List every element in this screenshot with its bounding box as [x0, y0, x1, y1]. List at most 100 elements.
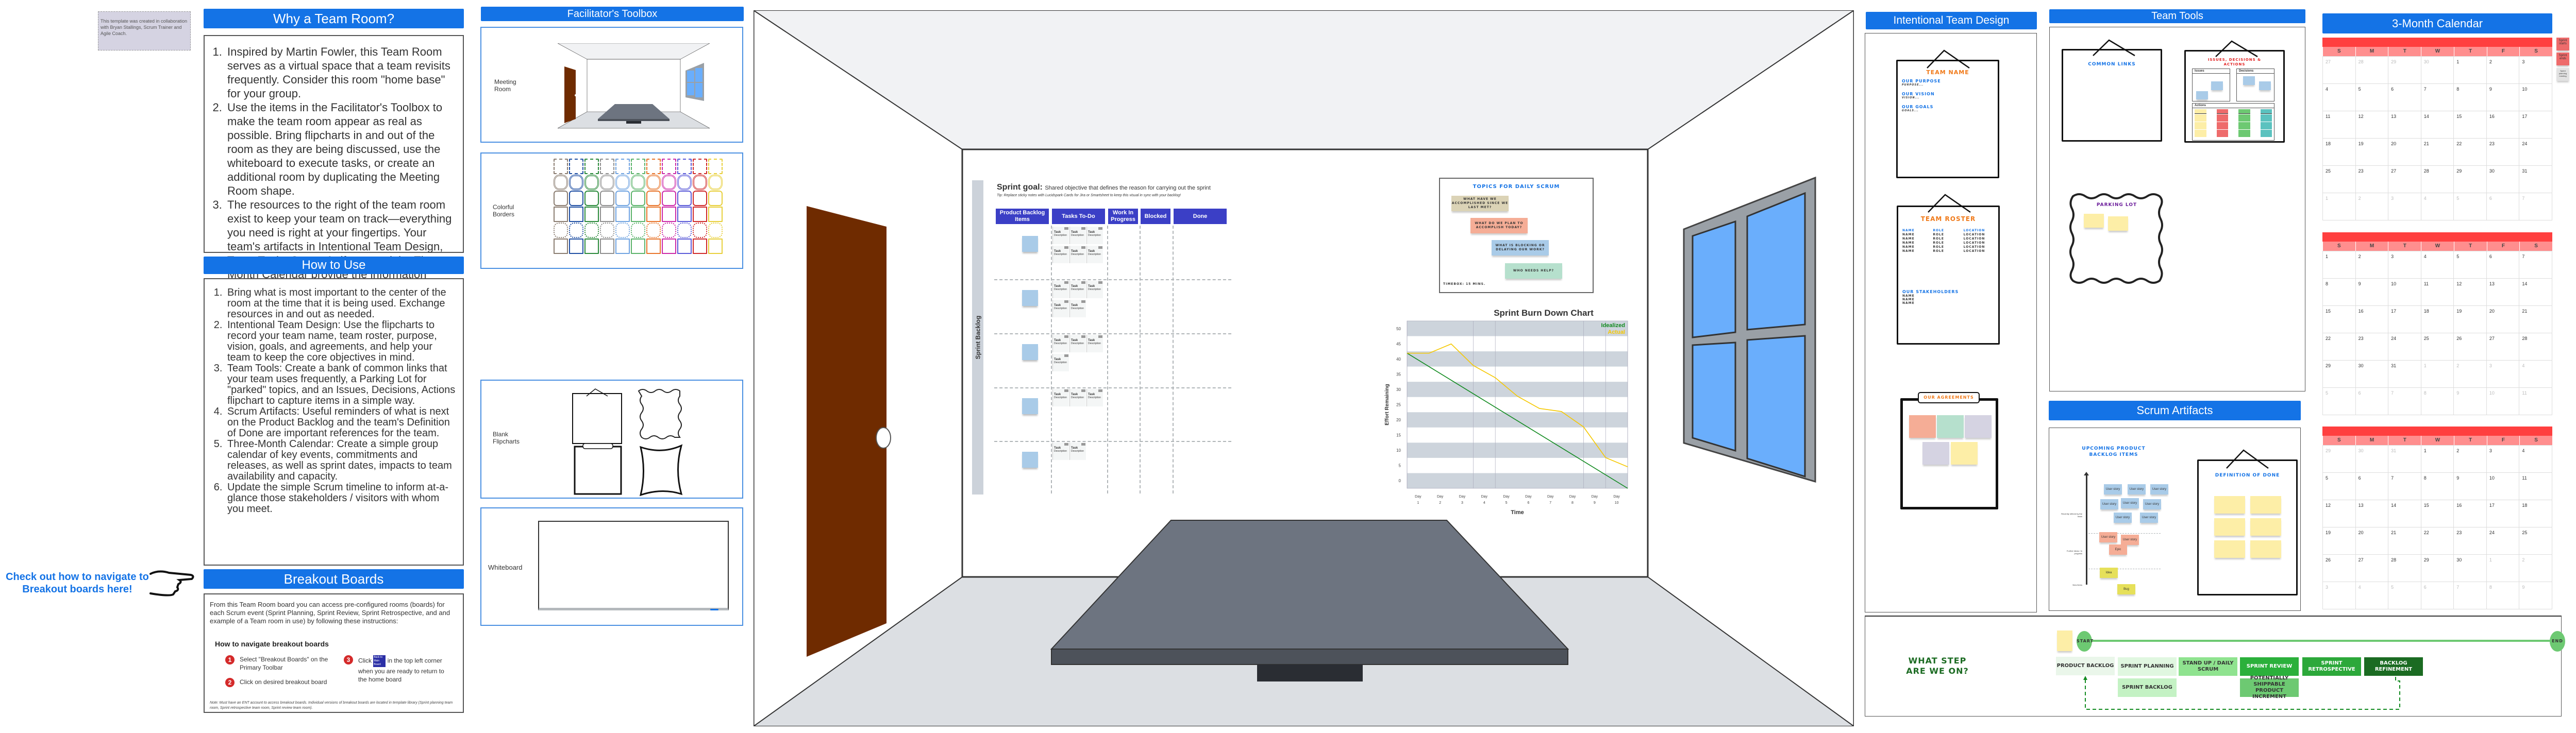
- calendar-day[interactable]: 22: [2421, 527, 2454, 555]
- border-swatch[interactable]: [569, 175, 583, 190]
- calendar-day[interactable]: 6: [2355, 388, 2389, 415]
- calendar-day[interactable]: 2: [2454, 361, 2487, 388]
- calendar-day[interactable]: 5: [2454, 251, 2487, 279]
- calendar-day[interactable]: 8: [2323, 279, 2356, 306]
- calendar-day[interactable]: 13: [2388, 111, 2421, 139]
- border-swatch[interactable]: [615, 238, 630, 254]
- common-links-flipchart[interactable]: COMMON LINKS: [2062, 49, 2162, 142]
- toolbox-colorful-borders[interactable]: Colorful Borders: [480, 152, 743, 269]
- border-swatch[interactable]: [693, 238, 707, 254]
- calendar-day[interactable]: 8: [2421, 473, 2454, 500]
- backlog-item-sticky[interactable]: User story: [2140, 513, 2158, 523]
- calendar-day[interactable]: 24: [2519, 139, 2552, 166]
- agreement-sticky[interactable]: [1922, 442, 1949, 465]
- product-backlog-item-sticky[interactable]: [1022, 452, 1038, 468]
- calendar-day[interactable]: 26: [2323, 555, 2356, 582]
- calendar-day[interactable]: 25: [2519, 527, 2552, 555]
- calendar-day[interactable]: 27: [2388, 166, 2421, 193]
- calendar-day[interactable]: 8: [2486, 582, 2520, 609]
- border-swatch[interactable]: [569, 238, 583, 254]
- calendar-day[interactable]: 3: [2519, 57, 2552, 84]
- team-name-flipchart[interactable]: TEAM NAME OUR PURPOSE PURPOSE... OUR VIS…: [1896, 60, 1999, 178]
- calendar-day[interactable]: 15: [2454, 111, 2487, 139]
- border-swatch[interactable]: [584, 175, 599, 190]
- backlog-item-sticky[interactable]: User story: [2121, 498, 2139, 508]
- calendar-day[interactable]: 1: [2454, 57, 2487, 84]
- backlog-item-sticky[interactable]: User story: [2100, 499, 2118, 509]
- calendar-day[interactable]: 17: [2519, 111, 2552, 139]
- calendar-day[interactable]: 7: [2421, 84, 2454, 111]
- agreement-sticky[interactable]: [1951, 442, 1978, 465]
- calendar-day[interactable]: 12: [2355, 111, 2389, 139]
- product-backlog-item-sticky[interactable]: [1022, 290, 1038, 306]
- scrum-topic-4[interactable]: WHO NEEDS HELP?: [1505, 263, 1562, 279]
- calendar-day[interactable]: 28: [2421, 166, 2454, 193]
- border-swatch[interactable]: [662, 223, 676, 238]
- dod-sticky[interactable]: [2250, 496, 2281, 514]
- border-swatch[interactable]: [554, 159, 568, 174]
- calendar-day[interactable]: 20: [2388, 139, 2421, 166]
- product-backlog-item-sticky[interactable]: [1022, 236, 1038, 252]
- border-swatch[interactable]: [646, 175, 661, 190]
- calendar-day[interactable]: 7: [2388, 388, 2421, 415]
- border-swatch[interactable]: [662, 191, 676, 206]
- calendar-day[interactable]: 13: [2355, 500, 2389, 527]
- product-backlog-item-sticky[interactable]: [1022, 398, 1038, 414]
- calendar-day[interactable]: 16: [2454, 500, 2487, 527]
- calendar-day[interactable]: 6: [2486, 193, 2520, 220]
- backlog-item-sticky[interactable]: User story: [2121, 535, 2139, 545]
- calendar-day[interactable]: 23: [2454, 527, 2487, 555]
- border-swatch[interactable]: [631, 223, 645, 238]
- border-swatch[interactable]: [708, 207, 723, 222]
- calendar-day[interactable]: 25: [2323, 166, 2356, 193]
- border-swatch[interactable]: [600, 238, 614, 254]
- scrum-topic-2[interactable]: WHAT DO WE PLAN TO ACCOMPLISH TODAY?: [1470, 218, 1528, 233]
- calendar-day[interactable]: 27: [2486, 333, 2520, 361]
- calendar-day[interactable]: 17: [2486, 500, 2520, 527]
- border-swatch[interactable]: [677, 223, 692, 238]
- border-swatch[interactable]: [554, 223, 568, 238]
- border-swatch[interactable]: [631, 207, 645, 222]
- border-swatch[interactable]: [646, 223, 661, 238]
- calendar-day[interactable]: 10: [2486, 473, 2520, 500]
- border-swatch[interactable]: [662, 207, 676, 222]
- calendar-day[interactable]: 6: [2355, 473, 2389, 500]
- border-swatch[interactable]: [662, 159, 676, 174]
- calendar-day[interactable]: 15: [2323, 306, 2356, 333]
- definition-of-done-flipchart[interactable]: DEFINITION OF DONE: [2197, 459, 2298, 595]
- calendar-day[interactable]: 9: [2454, 388, 2487, 415]
- calendar-day[interactable]: 14: [2519, 279, 2552, 306]
- calendar-day[interactable]: 2: [2486, 57, 2520, 84]
- calendar-day[interactable]: 7: [2519, 251, 2552, 279]
- legend-sprint-planning[interactable]: Sprint planning meeting: [2556, 68, 2569, 81]
- calendar-day[interactable]: 16: [2355, 306, 2389, 333]
- border-swatch[interactable]: [693, 191, 707, 206]
- calendar-day[interactable]: 9: [2454, 473, 2487, 500]
- border-swatch[interactable]: [693, 207, 707, 222]
- dod-sticky[interactable]: [2214, 518, 2245, 536]
- border-swatch[interactable]: [708, 159, 723, 174]
- calendar-day[interactable]: 9: [2486, 84, 2520, 111]
- calendar-day[interactable]: 18: [2323, 139, 2356, 166]
- backlog-item-sticky[interactable]: User story: [2104, 484, 2122, 495]
- scrum-topic-3[interactable]: WHAT IS BLOCKING OR DELAYING OUR WORK?: [1492, 240, 1549, 255]
- border-swatch[interactable]: [693, 223, 707, 238]
- toolbox-blank-flipcharts[interactable]: Blank Flipcharts: [480, 380, 743, 499]
- border-swatch[interactable]: [708, 191, 723, 206]
- calendar-day[interactable]: 31: [2388, 361, 2421, 388]
- issues-decisions-actions-flipchart[interactable]: ISSUES, DECISIONS & ACTIONS Issues Decis…: [2184, 50, 2285, 143]
- calendar-day[interactable]: 2: [2454, 446, 2487, 473]
- border-swatch[interactable]: [631, 159, 645, 174]
- border-swatch[interactable]: [631, 175, 645, 190]
